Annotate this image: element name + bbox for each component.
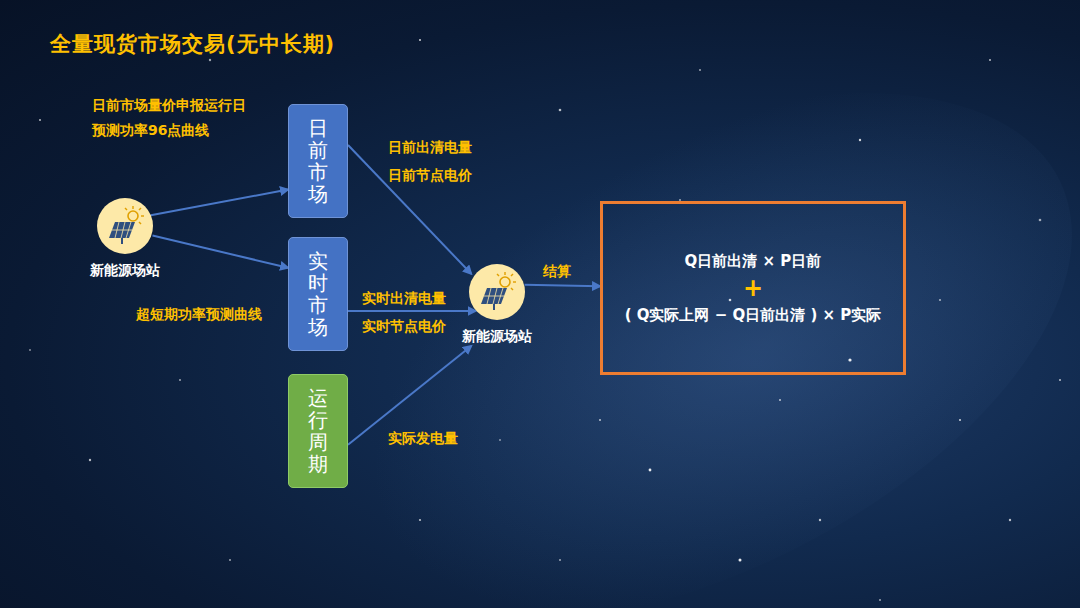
formula-term: Q日前出清 × P日前	[685, 248, 822, 274]
flow-arrow	[348, 346, 471, 445]
flow-arrow	[348, 145, 471, 274]
edge-label: 实际发电量	[388, 428, 478, 448]
flow-arrow	[348, 310, 476, 312]
formula-term: ( Q实际上网 − Q日前出清 ) × P实际	[625, 302, 882, 328]
edge-label: 日前出清电量 日前节点电价	[388, 133, 484, 189]
flow-arrow	[525, 285, 600, 287]
settlement-box: Q日前出清 × P日前+( Q实际上网 − Q日前出清 ) × P实际	[600, 201, 906, 375]
box-label: 运行周期	[308, 387, 328, 475]
market-box: 日前市场	[288, 104, 348, 218]
box-label: 日前市场	[308, 117, 328, 205]
diagram-title: 全量现货市场交易(无中长期)	[50, 30, 335, 58]
market-box: 运行周期	[288, 374, 348, 488]
station-node: 新能源场站	[82, 196, 168, 280]
edge-label: 日前市场量价申报运行日 预测功率96点曲线	[92, 93, 262, 143]
flow-arrow	[153, 235, 288, 267]
edge-label: 超短期功率预测曲线	[136, 304, 286, 324]
plus-sign: +	[743, 274, 763, 302]
market-box: 实时市场	[288, 237, 348, 351]
box-label: 实时市场	[308, 250, 328, 338]
station-label: 新能源场站	[454, 328, 540, 346]
flow-arrow	[151, 190, 288, 216]
edge-label: 结算	[543, 261, 583, 281]
solar-icon	[454, 262, 540, 322]
station-node: 新能源场站	[454, 262, 540, 346]
edge-label: 实时出清电量 实时节点电价	[362, 284, 458, 340]
solar-icon	[82, 196, 168, 256]
station-label: 新能源场站	[82, 262, 168, 280]
